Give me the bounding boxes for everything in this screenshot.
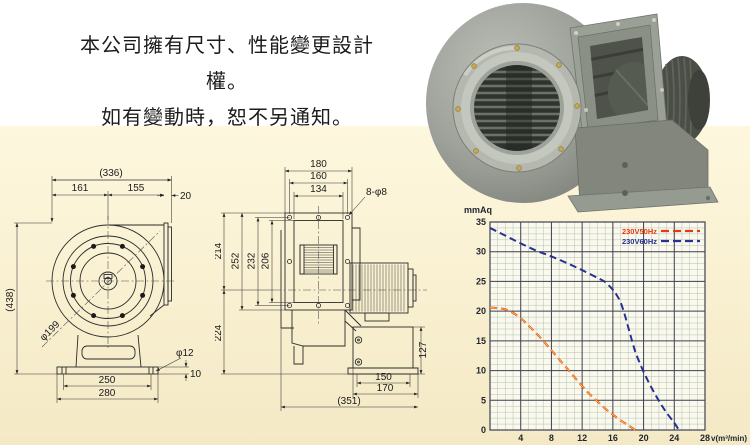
- y-tick-label: 15: [476, 336, 486, 346]
- x-tick-label: 20: [639, 433, 649, 443]
- dim-flange-width: 180: [310, 159, 327, 170]
- dim-overall-length: (351): [337, 396, 360, 407]
- y-tick-label: 35: [476, 217, 486, 227]
- legend-label-230v50hz: 230V50Hz: [622, 227, 657, 236]
- x-tick-label: 24: [669, 433, 679, 443]
- side-view-outline: [280, 212, 419, 375]
- dim-foot-span: 150: [375, 372, 392, 383]
- x-tick-label: 28: [700, 433, 710, 443]
- dim-left-width: 161: [72, 183, 89, 194]
- y-tick-label: 5: [481, 395, 486, 405]
- curve-230v60hz: [489, 227, 680, 431]
- front-view-dim-labels: (336) 161 155 20 (438) φ199 250 280 φ12 …: [5, 168, 202, 399]
- x-tick-label: 8: [549, 433, 554, 443]
- dim-right-width: 155: [128, 183, 145, 194]
- notice-text: 本公司擁有尺寸、性能變更設計權。 如有變動時，恕不另通知。: [62, 28, 392, 136]
- x-tick-label: 4: [518, 433, 523, 443]
- dim-overall-width: (336): [99, 168, 122, 179]
- y-tick-label: 10: [476, 366, 486, 376]
- dim-base-hole-span: 250: [99, 375, 116, 386]
- front-view-bolts: [70, 243, 146, 319]
- y-tick-label: 20: [476, 306, 486, 316]
- notice-line-2: 如有變動時，恕不另通知。: [101, 107, 353, 129]
- x-tick-label: 12: [577, 433, 587, 443]
- side-view-drawing: 180 160 134 8-φ8 214 252 232 206 224 127…: [215, 159, 429, 411]
- front-view-drawing: (336) 161 155 20 (438) φ199 250 280 φ12 …: [5, 168, 202, 403]
- side-view-hatching: [304, 247, 405, 312]
- x-axis-unit-label: v(m³/min): [711, 434, 747, 443]
- x-tick-label: 16: [608, 433, 618, 443]
- dim-outlet-height: 206: [261, 252, 272, 269]
- side-view-dim-labels: 180 160 134 8-φ8 214 252 232 206 224 127…: [215, 159, 429, 407]
- front-view-outline: [51, 222, 172, 375]
- front-view-dim-lines: [14, 176, 189, 403]
- dim-base-thickness: 10: [190, 369, 202, 380]
- dim-overall-height: (438): [5, 288, 16, 311]
- product-photo-blower: [426, 3, 719, 213]
- dim-outlet-width: 134: [310, 184, 327, 195]
- legend-label-230v60hz: 230V60Hz: [622, 237, 657, 246]
- dim-flange-depth: 20: [180, 191, 192, 202]
- dim-top-to-axis: 214: [215, 242, 224, 259]
- dim-flange-height: 252: [231, 252, 242, 269]
- blower-base: [567, 119, 719, 213]
- dim-inlet-diameter: φ199: [38, 319, 62, 343]
- dim-bolt-callout: 8-φ8: [366, 187, 387, 198]
- inlet-bolts: [455, 45, 580, 171]
- side-view-bolt-holes: [287, 215, 350, 308]
- y-tick-label: 25: [476, 276, 486, 286]
- y-axis-unit-label: mmAq: [464, 205, 492, 215]
- side-view-centerlines: [273, 206, 427, 324]
- dim-foot-hole: φ12: [176, 348, 194, 359]
- notice-line-1: 本公司擁有尺寸、性能變更設計權。: [80, 35, 374, 93]
- y-tick-label: 0: [481, 425, 486, 435]
- blower-inlet: [452, 43, 582, 173]
- dim-base-height: 127: [418, 341, 429, 358]
- blower-outlet-duct: [569, 13, 668, 139]
- front-view-centerlines: [41, 216, 176, 348]
- side-view-dim-lines: [221, 167, 425, 411]
- performance-chart: 4 8 12 16 20 24 28 0 5 10 15 20 25 30 35 mmAq v(m³/min) 2…: [464, 205, 747, 443]
- dim-base-width: 280: [99, 388, 116, 399]
- dim-base-length: 170: [377, 383, 394, 394]
- dim-axis-to-base: 224: [215, 324, 224, 341]
- impeller-blades: [474, 65, 560, 151]
- dim-bolt-span-h: 160: [310, 171, 327, 182]
- dim-bolt-span-v: 232: [247, 252, 258, 269]
- y-tick-label: 30: [476, 247, 486, 257]
